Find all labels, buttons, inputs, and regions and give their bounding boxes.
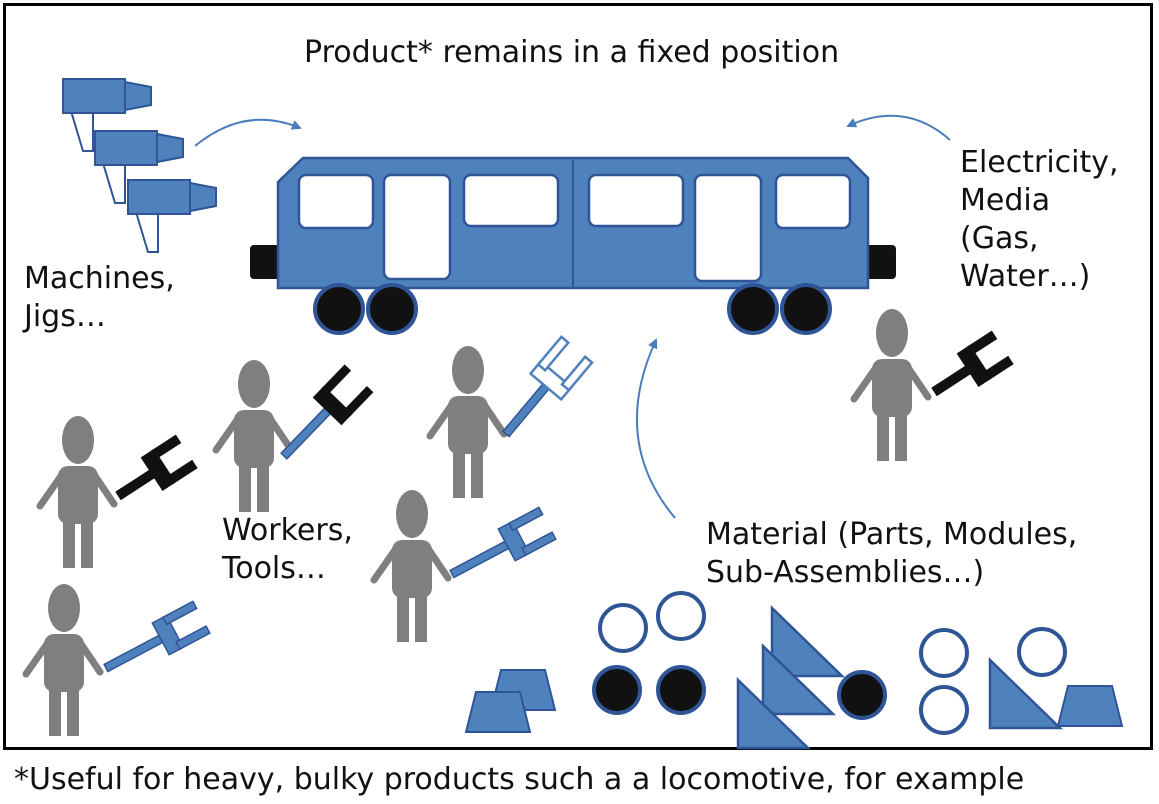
worker-icon [854, 309, 1014, 461]
electricity-media-label: Electricity, Media (Gas, Water…) [960, 145, 1119, 294]
wrench-black-icon [923, 330, 1014, 409]
trapezoid-part-icon [465, 691, 531, 733]
wrench-long-icon [268, 363, 375, 471]
worker-icon [26, 584, 211, 736]
wrench-outline-icon [489, 335, 594, 449]
railcar-door [382, 173, 452, 281]
railcar-door [693, 173, 763, 283]
worker-icon [216, 360, 375, 512]
material-label: Material (Parts, Modules, Sub-Assemblies… [706, 517, 1078, 590]
arrow-machines-to-product [194, 118, 302, 147]
railcar-wheel [780, 283, 832, 335]
worker-icon [374, 490, 557, 642]
railcar-wheel [727, 283, 779, 335]
arrow-electricity-to-product [846, 114, 951, 141]
railcar-product-icon [250, 156, 896, 335]
railcar-wheel [366, 283, 418, 335]
diagram-frame [3, 3, 1153, 750]
footnote: *Useful for heavy, bulky products such a… [14, 762, 1025, 797]
railcar-window [587, 173, 685, 228]
machines-label: Machines, Jigs… [24, 261, 175, 334]
arrow-material-to-product [635, 338, 676, 519]
circle-part-icon [656, 665, 706, 715]
circle-part-icon [919, 685, 969, 735]
left-coupler [250, 245, 280, 279]
circle-part-icon [919, 628, 969, 678]
circle-part-icon [837, 670, 887, 720]
wrench-blue-icon [96, 600, 211, 685]
circle-part-icon [598, 603, 648, 653]
railcar-window [774, 173, 852, 230]
circle-part-icon [656, 591, 706, 641]
wrench-black-icon [107, 434, 198, 513]
wrench-blue-icon [442, 506, 557, 591]
machine-icon-group [62, 78, 217, 253]
railcar-wheel [313, 283, 365, 335]
machine-icon [127, 179, 217, 253]
title-label: Product* remains in a fixed position [304, 35, 840, 70]
right-coupler [866, 245, 896, 279]
railcar-window [297, 173, 375, 230]
circle-part-icon [1017, 627, 1067, 677]
material-shapes [465, 591, 1123, 750]
worker-icon [430, 335, 594, 498]
trapezoid-part-icon [1057, 685, 1123, 727]
railcar-window [462, 173, 560, 228]
worker-icon [40, 416, 198, 568]
workers-tools-label: Workers, Tools… [222, 513, 353, 586]
circle-part-icon [592, 665, 642, 715]
